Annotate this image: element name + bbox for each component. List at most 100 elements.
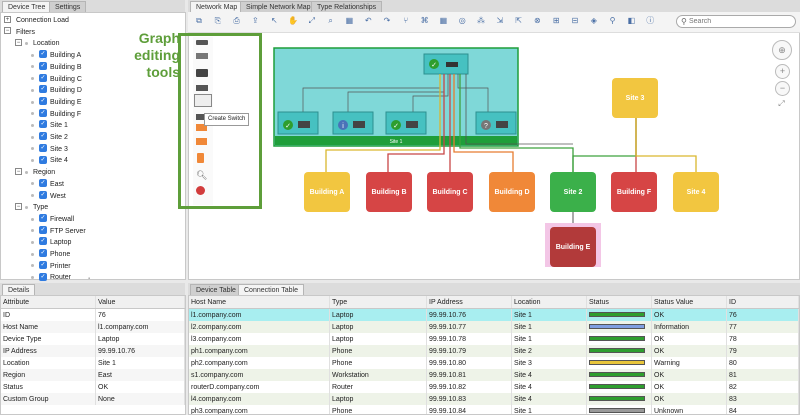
switch-tool-icon[interactable]	[194, 94, 212, 107]
layout-icon[interactable]: ▦	[345, 16, 354, 25]
tab-type-relationships[interactable]: Type Relationships	[311, 1, 383, 12]
filter-icon[interactable]: ⚲	[609, 16, 616, 25]
node-site4[interactable]: Site 4	[673, 172, 719, 212]
redo-icon[interactable]: ↷	[383, 16, 391, 25]
select-icon[interactable]: ↖	[270, 16, 278, 25]
tree-icon[interactable]: ⌘	[420, 16, 429, 25]
paste-icon[interactable]: ⎘	[214, 16, 221, 25]
col-type[interactable]: Type	[329, 296, 427, 309]
collapse-icon[interactable]: −	[15, 167, 22, 175]
checkbox-checked[interactable]: ✓	[39, 61, 47, 70]
tree-item[interactable]: ✓Site 2	[31, 132, 68, 143]
node-site3[interactable]: Site 3	[612, 78, 658, 118]
collapse-icon[interactable]: −	[15, 39, 22, 47]
expand-icon[interactable]: ⇱	[515, 16, 522, 25]
group-icon[interactable]: ⊞	[552, 16, 560, 25]
tree-item[interactable]: ✓Building F	[31, 108, 81, 120]
tree-item[interactable]: ✓West	[31, 190, 66, 202]
tree-item[interactable]: ✓Printer	[31, 260, 71, 272]
resize-grip[interactable]: ▪	[88, 276, 91, 282]
info-icon[interactable]: ⓘ	[646, 16, 655, 25]
tree-item[interactable]: ✓Router	[31, 272, 71, 283]
tree-item[interactable]: ✓Site 3	[31, 143, 68, 155]
zoom-icon[interactable]: ⌕	[328, 16, 333, 25]
ungroup-icon[interactable]: ⊟	[571, 16, 579, 25]
zoom-out-button[interactable]: −	[775, 81, 790, 96]
tree-item[interactable]: − Filters	[4, 27, 35, 38]
tree-item[interactable]: ✓Building B	[31, 61, 82, 73]
col-status-value[interactable]: Status Value	[651, 296, 727, 309]
hub-tool-icon[interactable]	[196, 114, 208, 120]
tree-item[interactable]: ✓Building A	[31, 50, 81, 61]
phone-tool-icon[interactable]	[197, 153, 204, 163]
checkbox-checked[interactable]: ✓	[39, 190, 47, 199]
shrink-icon[interactable]: ⇲	[496, 16, 504, 25]
checkbox-checked[interactable]: ✓	[39, 178, 47, 187]
node-building-a[interactable]: Building A	[304, 172, 350, 212]
checkbox-checked[interactable]: ✓	[39, 155, 47, 164]
magnifier-tool-icon[interactable]: 🔍︎	[196, 170, 208, 180]
zoom-in-button[interactable]: +	[775, 64, 790, 79]
export-icon[interactable]: ⇪	[252, 16, 259, 25]
undo-icon[interactable]: ↶	[364, 16, 372, 25]
col-ip-address[interactable]: IP Address	[426, 296, 512, 309]
highlight-icon[interactable]: ◈	[590, 16, 597, 25]
color-icon[interactable]: ◧	[627, 16, 636, 25]
tree-item[interactable]: ✓Phone	[31, 249, 70, 260]
node-building-f[interactable]: Building F	[611, 172, 657, 212]
firewall-tool-icon[interactable]	[196, 40, 208, 45]
checkbox-checked[interactable]: ✓	[39, 143, 47, 152]
checkbox-checked[interactable]: ✓	[39, 97, 47, 106]
col-location[interactable]: Location	[511, 296, 587, 309]
checkbox-checked[interactable]: ✓	[39, 120, 47, 129]
tab-details[interactable]: Details	[2, 284, 36, 295]
tree-item[interactable]: −Location	[15, 38, 59, 49]
pan-icon[interactable]: ✋	[288, 16, 298, 25]
checkbox-checked[interactable]: ✓	[39, 50, 47, 59]
col-id[interactable]: ID	[726, 296, 799, 309]
checkbox-checked[interactable]: ✓	[39, 132, 47, 141]
tab-simple-network-map[interactable]: Simple Network Map	[240, 1, 317, 12]
hierarchy-icon[interactable]: ⑂	[403, 16, 409, 25]
tree-item[interactable]: + Connection Load	[4, 15, 69, 26]
zoom-fit-icon[interactable]: ⤢	[308, 16, 315, 25]
laptop-tool-icon[interactable]	[196, 138, 207, 145]
tab-device-tree[interactable]: Device Tree	[2, 1, 52, 12]
col-host-name[interactable]: Host Name	[189, 296, 330, 309]
search-input[interactable]	[689, 17, 789, 26]
checkbox-checked[interactable]: ✓	[39, 214, 47, 223]
tab-settings[interactable]: Settings	[49, 1, 87, 12]
node-building-b[interactable]: Building B	[366, 172, 412, 212]
expand-icon[interactable]: +	[4, 15, 11, 23]
network-graph[interactable]: Site 1 ✓ ✓ i ✓ ?	[188, 32, 798, 278]
node-building-e[interactable]: Building E	[550, 227, 596, 267]
checkbox-checked[interactable]: ✓	[39, 225, 47, 234]
checkbox-checked[interactable]: ✓	[39, 249, 47, 258]
node-building-d[interactable]: Building D	[489, 172, 535, 212]
checkbox-checked[interactable]: ✓	[39, 272, 47, 281]
fit-view-icon[interactable]: ⤢	[778, 99, 785, 108]
checkbox-checked[interactable]: ✓	[39, 108, 47, 117]
pan-control[interactable]: ⊕	[772, 40, 792, 60]
tab-device-table[interactable]: Device Table	[190, 284, 242, 295]
tree-item[interactable]: ✓Building C	[31, 73, 82, 85]
radial-icon[interactable]: ◎	[458, 16, 466, 25]
organic-icon[interactable]: ⁂	[477, 16, 485, 25]
tab-network-map[interactable]: Network Map	[190, 1, 244, 12]
tree-item[interactable]: ✓FTP Server	[31, 225, 86, 237]
delete-icon[interactable]: ⊗	[534, 16, 541, 25]
tab-connection-table[interactable]: Connection Table	[238, 284, 304, 295]
tree-item[interactable]: −Region	[15, 167, 55, 178]
checkbox-checked[interactable]: ✓	[39, 260, 47, 269]
collapse-icon[interactable]: −	[15, 202, 22, 210]
search-box[interactable]: ⚲	[676, 15, 796, 28]
